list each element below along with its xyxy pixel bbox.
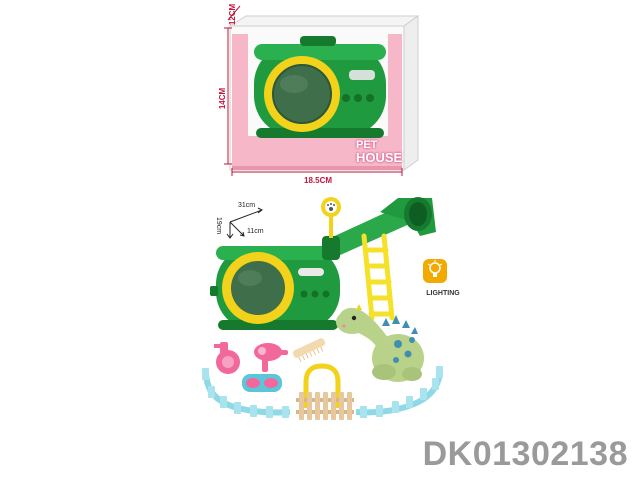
comb-icon: [292, 338, 326, 362]
lighting-badge: [423, 259, 447, 283]
boxed-pet-house: [254, 36, 386, 138]
bowl-icon: [242, 374, 282, 392]
dinosaur-plush: [336, 304, 424, 382]
spray-bottle-icon: [214, 342, 240, 374]
paw-disk: [321, 197, 341, 238]
product-length-label: 31cm: [238, 202, 256, 209]
dryer-icon: [254, 343, 288, 372]
brand-pet: PET: [356, 139, 378, 151]
pet-house: [210, 246, 340, 330]
product-height-label: 19cm: [215, 216, 223, 235]
lighting-label: LIGHTING: [426, 290, 460, 297]
product-size-arrows: [226, 207, 263, 239]
package-height-label: 14CM: [218, 87, 228, 110]
package-depth-label: 12CM: [228, 3, 238, 26]
package-dimension-lines: [224, 5, 403, 176]
lightbulb-icon: [427, 260, 443, 277]
ladder: [361, 233, 395, 321]
brand-house: HOUSE: [356, 150, 403, 165]
brand-funny: FUNNY: [378, 141, 403, 148]
paw-icon: [327, 203, 335, 211]
product-depth-label: 11cm: [247, 228, 264, 235]
blue-fence: [202, 366, 443, 418]
slide-tube: [322, 197, 436, 260]
sku-code: DK01302138: [422, 435, 628, 473]
package-width-label: 18.5CM: [304, 176, 333, 185]
fence-gate: [296, 363, 354, 420]
